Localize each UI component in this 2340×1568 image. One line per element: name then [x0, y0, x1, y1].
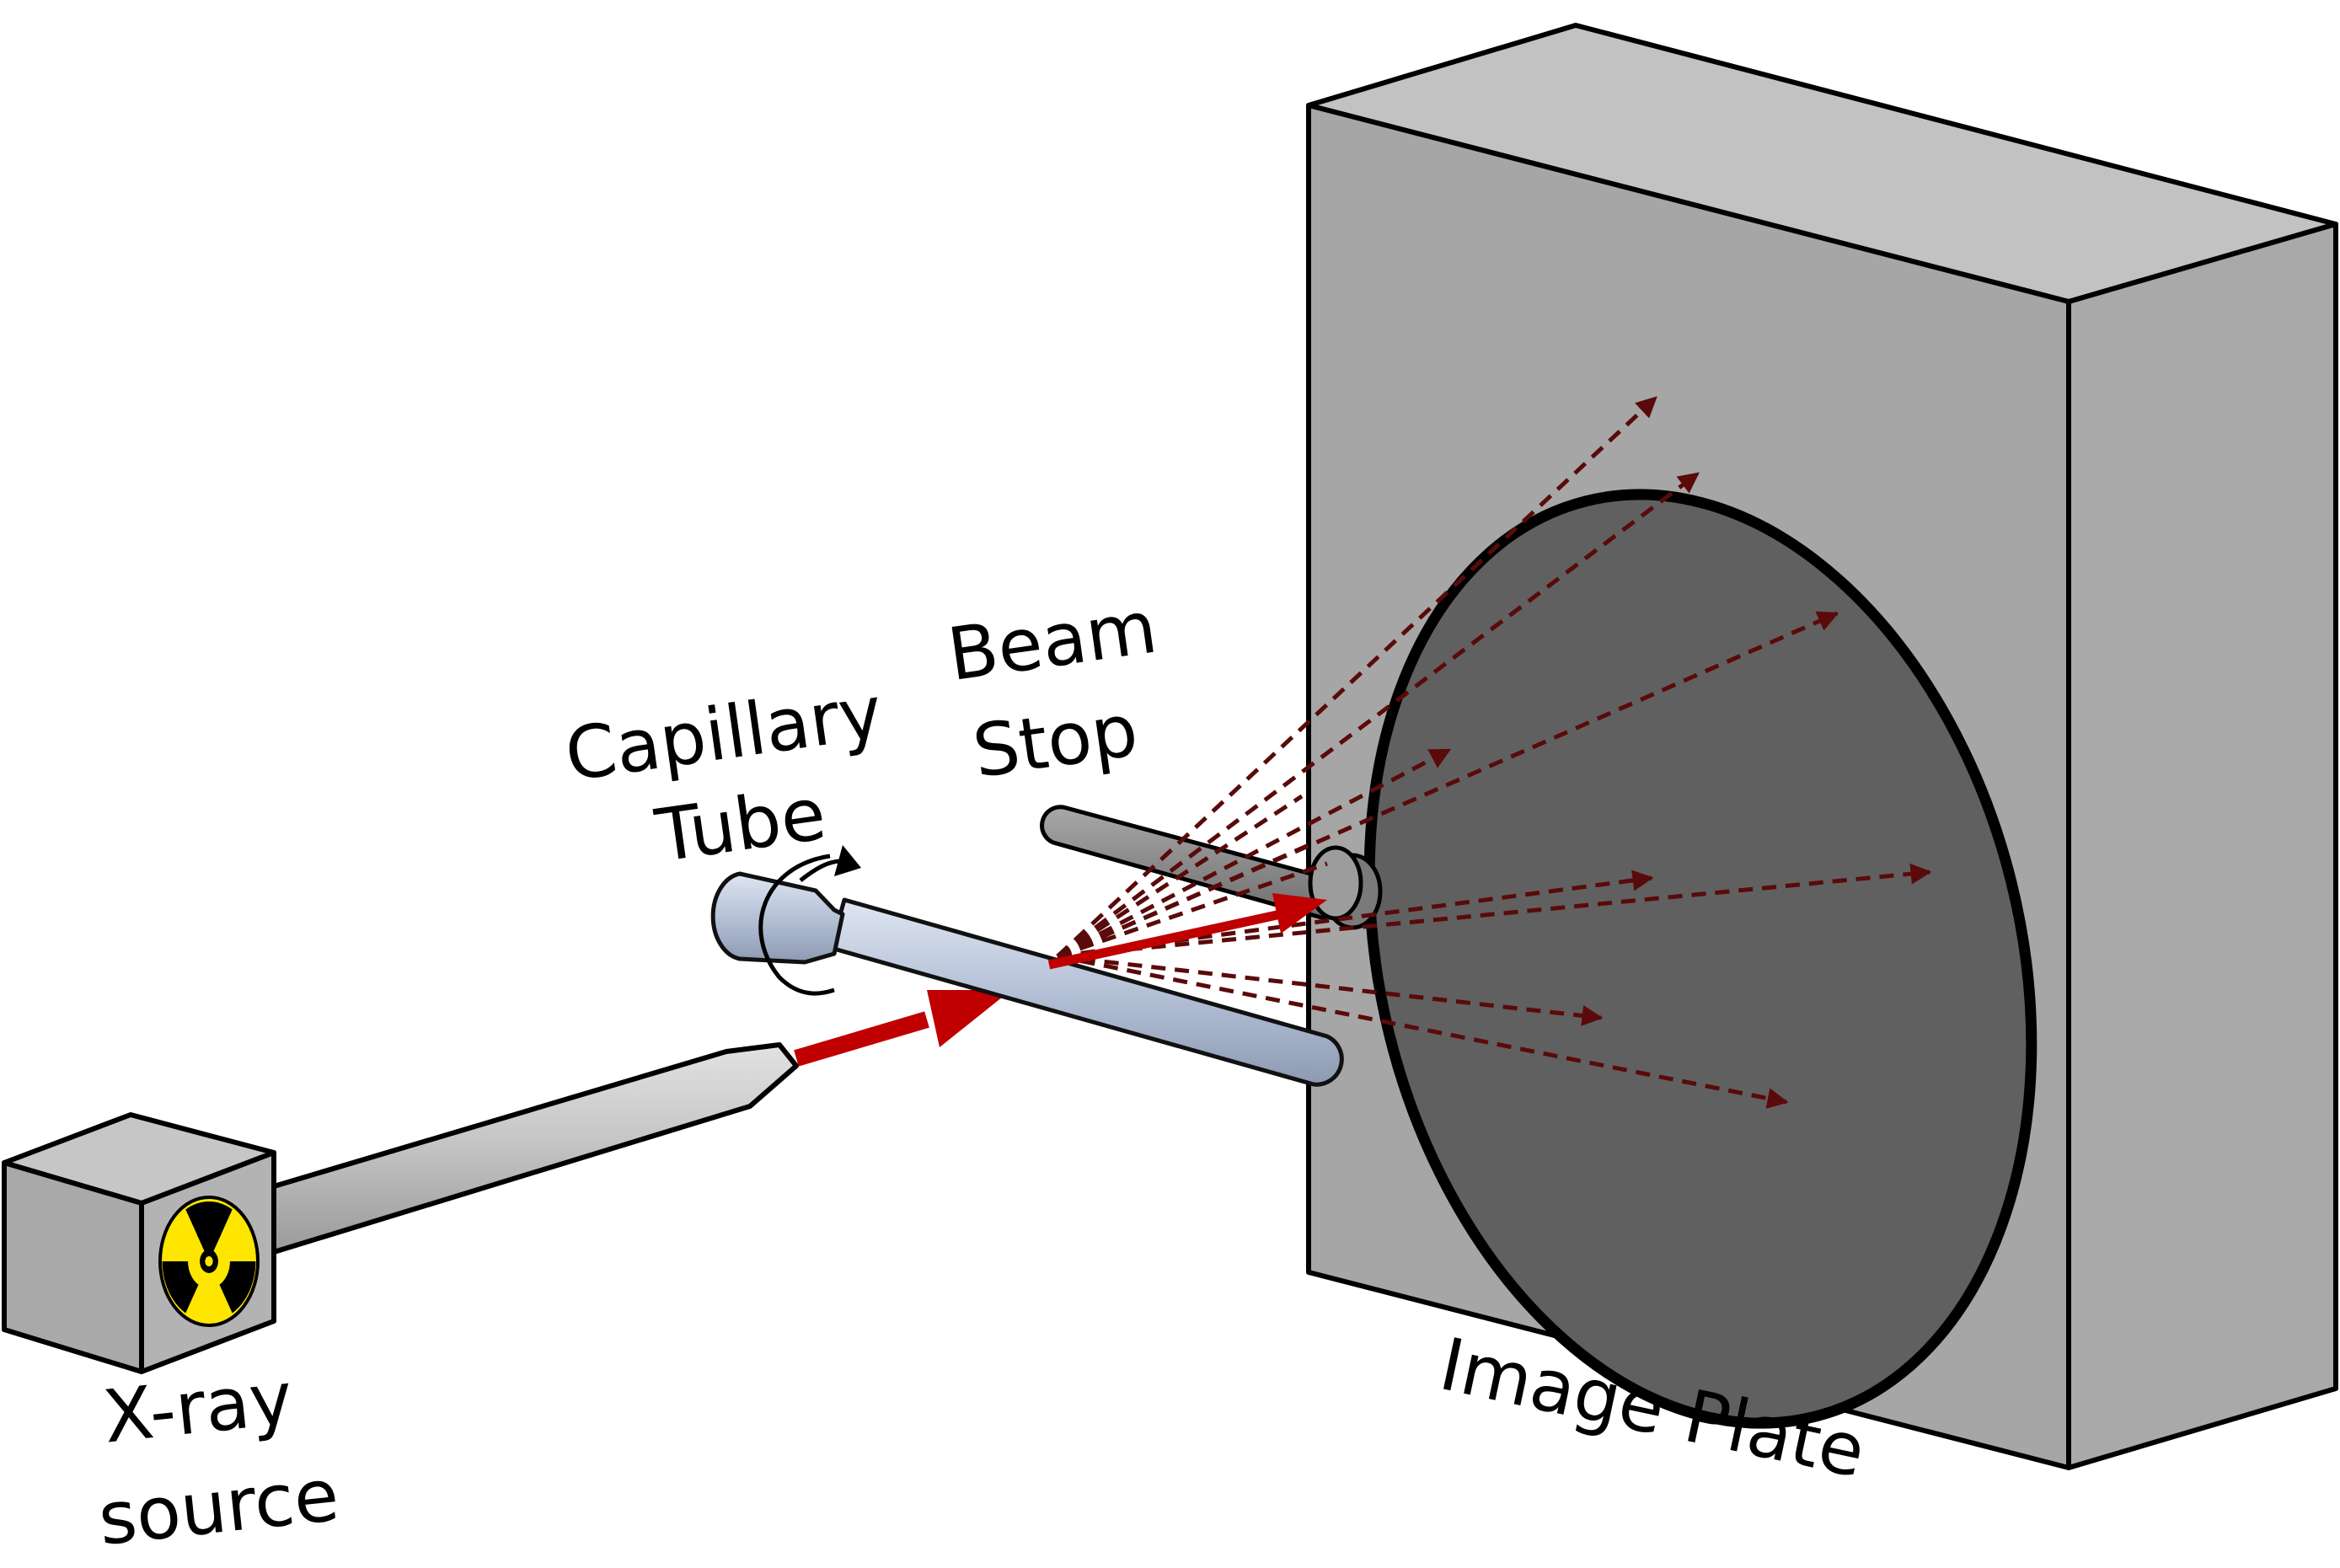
diffracted-ray [1057, 954, 1604, 1026]
incident-beam-arrowhead [927, 990, 1011, 1047]
diffracted-ray [1057, 861, 1328, 959]
beam-stop-cap [1308, 845, 1363, 921]
diffracted-ray [1056, 396, 1657, 958]
direct-beam-arrowhead [1272, 893, 1327, 934]
label-beamstop-line1: Beam [943, 585, 1162, 698]
diffracted-ray [1056, 794, 1304, 959]
label-beamstop-line2: Stop [968, 688, 1143, 795]
diffracted-ray [1056, 472, 1700, 958]
label-xray-line1: X-ray [99, 1357, 297, 1460]
capillary-tube-shaft [828, 897, 1344, 1087]
label-xray-source: X-ray source [94, 1357, 342, 1562]
label-xray-line2: source [94, 1453, 342, 1562]
image-plate [1306, 23, 2338, 1470]
incident-beam [794, 990, 1011, 1067]
xray-source-barrel [271, 1042, 799, 1255]
label-beam-stop: Beam Stop [943, 585, 1162, 795]
radiation-trefoil-icon [158, 1196, 260, 1327]
detector-disc [1363, 489, 2037, 1429]
label-capillary-line1: Capillary [560, 670, 887, 798]
capillary-tube-head [710, 871, 845, 965]
image-plate-side-face [2066, 222, 2338, 1470]
diffracted-ray [1057, 863, 1932, 959]
direct-beam [1047, 893, 1327, 970]
diffracted-ray [1056, 747, 1452, 959]
xray-source-box [2, 1112, 276, 1374]
diffracted-ray [1057, 954, 1789, 1109]
rotation-arrow-icon [758, 845, 861, 996]
barrel-body [271, 1042, 799, 1255]
capillary-tube [710, 845, 1344, 1087]
beam-stop-rod [1040, 805, 1338, 921]
